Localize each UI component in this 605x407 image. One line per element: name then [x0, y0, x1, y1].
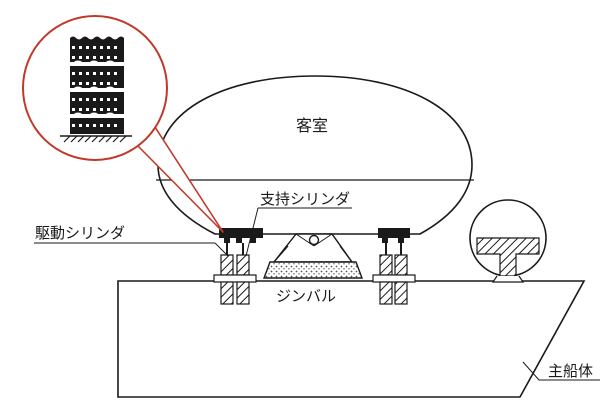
drive-cylinder-callout: 駆動シリンダ	[34, 224, 229, 257]
left-pad-assembly	[219, 228, 263, 243]
gimbal-label: ジンバル	[276, 287, 336, 305]
right-pad-assembly	[378, 228, 410, 243]
dome-mount	[469, 199, 547, 283]
gimbal-pivot	[308, 234, 320, 246]
magnified-detail-callout	[22, 15, 224, 233]
cabin-shell	[157, 75, 473, 235]
drive-cylinder-label: 駆動シリンダ	[35, 224, 125, 242]
main-hull-label: 主船体	[548, 362, 593, 380]
support-cylinder-callout: 支持シリンダ	[245, 190, 352, 257]
main-hull-callout: 主船体	[522, 361, 600, 381]
main-hull-outline	[117, 280, 586, 398]
support-cylinder-label: 支持シリンダ	[260, 190, 350, 208]
cabin-label: 客室	[296, 116, 328, 135]
gimbal	[262, 233, 364, 279]
cabin	[156, 75, 474, 235]
laminated-pad-detail	[60, 36, 132, 143]
left-cylinders	[213, 243, 257, 305]
right-cylinders	[372, 243, 416, 305]
